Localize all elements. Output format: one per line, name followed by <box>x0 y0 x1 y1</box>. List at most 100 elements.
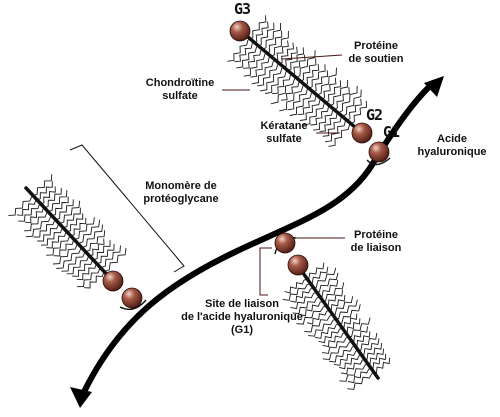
upper-gag-chain <box>265 71 287 94</box>
lower-gag-chain <box>290 293 315 310</box>
left-gag-chain <box>8 195 33 216</box>
upper-gag-chain <box>227 39 249 62</box>
left-gag-chain <box>84 230 106 253</box>
upper-gag-chain <box>280 82 300 101</box>
g2-domain <box>351 122 373 144</box>
upper-gag-chain <box>294 50 316 79</box>
lower-gag-chain <box>328 346 353 363</box>
left-gag-chain <box>69 217 87 237</box>
left-gag-chain <box>76 267 101 288</box>
lower-gag-chain <box>299 302 321 317</box>
lower-gag-chain <box>306 310 328 325</box>
lower-core-protein <box>296 264 380 380</box>
lower-gag-chain <box>371 357 391 374</box>
left-gag-chain <box>39 186 56 205</box>
lower-gag-chain <box>290 288 311 303</box>
acide-hyaluronique-label: Acide hyaluronique <box>417 133 487 158</box>
site-liaison-label: Site de liaison de l'acide hyaluronique … <box>181 298 303 336</box>
upper-gag-chain <box>270 78 296 105</box>
upper-gag-chain <box>290 54 306 76</box>
upper-gag-chain <box>247 15 267 41</box>
upper-gag-chain <box>264 30 283 55</box>
upper-gag-chain <box>313 109 334 131</box>
upper-gag-chain <box>307 64 326 90</box>
left-gag-chain <box>16 199 37 216</box>
left-gag-chain <box>33 219 56 238</box>
upper-gag-chain <box>272 74 291 95</box>
upper-gag-chain <box>328 80 349 107</box>
upper-gag-chain <box>319 77 337 101</box>
left-gag-chain <box>83 271 105 289</box>
upper-gag-chain <box>243 50 262 69</box>
left-gag-chain <box>62 207 81 229</box>
upper-gag-chain <box>297 96 317 116</box>
lower-g2-domain <box>287 254 309 276</box>
left-gag-chain <box>58 200 81 225</box>
left-gag-chain <box>66 255 90 275</box>
left-gag-chain <box>41 227 63 246</box>
upper-gag-chain <box>336 85 358 114</box>
left-gag-chain <box>61 251 86 272</box>
left-gag-chain <box>77 219 101 245</box>
upper-gag-chain <box>279 85 304 112</box>
upper-gag-chain <box>345 98 362 122</box>
lower-gag-chain <box>282 284 308 301</box>
lower-gag-chain <box>333 299 358 321</box>
monomere-label: Monomère de protéoglycane <box>143 180 219 205</box>
lower-gag-chain <box>345 317 371 339</box>
left-gag-chain <box>96 243 115 265</box>
upper-gag-chain <box>303 102 325 126</box>
left-gag-chain <box>37 223 59 242</box>
lower-gag-chain <box>322 337 347 354</box>
left-core-protein <box>24 186 114 282</box>
left-gag-chain <box>99 245 121 269</box>
lower-gag-chain <box>362 343 383 361</box>
upper-gag-chain <box>340 89 362 118</box>
left-gag-chain <box>35 181 53 201</box>
upper-gag-chain <box>289 92 313 116</box>
upper-gag-chain <box>324 80 342 104</box>
lower-gag-chain <box>333 350 357 366</box>
lower-gag-chain <box>365 348 385 365</box>
left-gag-chain <box>46 235 71 256</box>
proteine-soutien-label: Protéine de soutien <box>348 40 404 65</box>
upper-gag-chain <box>250 57 270 78</box>
lower-gag-chain <box>359 338 380 356</box>
upper-core-protein <box>240 30 364 135</box>
keratane-label: Kératane sulfate <box>260 120 308 145</box>
lower-gag-chain <box>292 297 318 315</box>
upper-gag-chain <box>268 30 289 58</box>
left-gag-chain <box>65 213 84 233</box>
left-gag-chain <box>25 215 52 238</box>
g3-domain <box>229 20 251 42</box>
lower-gag-chain <box>313 272 339 294</box>
upper-gag-chain <box>257 64 279 87</box>
upper-gag-chain <box>299 99 321 121</box>
core-protein-rods <box>24 30 380 380</box>
upper-gag-chain <box>243 53 266 77</box>
left-gag-chain <box>81 224 104 249</box>
g1-label: G1 <box>383 123 400 141</box>
leader-lines <box>222 54 345 296</box>
site-leader <box>259 247 272 296</box>
soutien-leader <box>281 54 343 60</box>
lower-gag-chain <box>304 315 331 333</box>
upper-link-arc <box>366 157 391 166</box>
upper-gag-chain <box>287 88 308 111</box>
lower-gag-chain <box>347 373 373 390</box>
chondroitine-label: Chondroïtine sulfate <box>145 77 215 102</box>
lower-gag-chain <box>339 364 366 382</box>
globular-domains <box>102 20 390 309</box>
lower-gag-chain <box>355 332 378 352</box>
upper-gag-chain <box>277 42 294 65</box>
lower-gag-chain <box>338 355 360 370</box>
g1-domain <box>368 141 390 163</box>
lower-gag-chain <box>308 319 334 337</box>
left-gag-chain <box>56 247 82 269</box>
lower-gag-chain <box>320 282 345 303</box>
upper-gag-chain <box>332 87 350 111</box>
upper-gag-chain <box>349 100 368 125</box>
left-g2-domain <box>102 270 124 292</box>
left-gag-chain <box>31 174 53 197</box>
upper-gag-chain <box>319 113 338 132</box>
